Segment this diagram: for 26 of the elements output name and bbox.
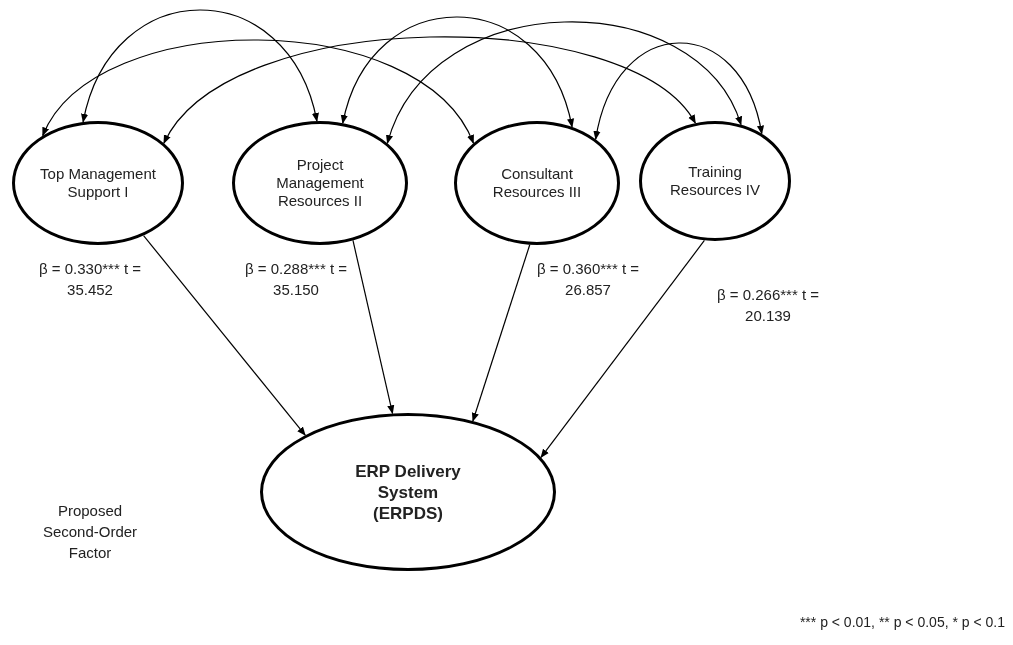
path-coefficient: β = 0.266*** t = 20.139 bbox=[716, 285, 820, 326]
factor-label: ERP Delivery System (ERPDS) bbox=[354, 460, 462, 524]
factor-ellipse bbox=[232, 121, 408, 245]
correlation-arrow bbox=[386, 21, 742, 144]
factor-ellipse bbox=[260, 413, 556, 571]
factor-ellipse bbox=[12, 121, 184, 245]
path-coefficient: β = 0.288*** t = 35.150 bbox=[244, 259, 348, 300]
significance-footnote: *** p < 0.01, ** p < 0.05, * p < 0.1 bbox=[798, 613, 1005, 632]
correlation-arrow bbox=[594, 42, 764, 141]
path-arrow bbox=[142, 235, 306, 436]
factor-note: Proposed Second-Order Factor bbox=[41, 501, 139, 563]
factor-ellipse bbox=[454, 121, 620, 245]
path-coefficient: β = 0.330*** t = 35.452 bbox=[38, 259, 142, 300]
correlation-arrow bbox=[341, 16, 574, 128]
path-arrow bbox=[540, 239, 705, 459]
path-arrow bbox=[352, 239, 395, 415]
correlation-arrow bbox=[42, 39, 475, 144]
factor-label: Project Management Resources II bbox=[275, 156, 365, 210]
correlation-arrow bbox=[81, 9, 319, 123]
factor-label: Consultant Resources III bbox=[491, 165, 583, 201]
correlation-arrow bbox=[163, 36, 696, 144]
factor-label: Training Resources IV bbox=[668, 163, 761, 199]
factor-ellipse bbox=[639, 121, 791, 241]
factor-label: Top Management Support I bbox=[39, 165, 157, 201]
path-arrow bbox=[471, 244, 531, 422]
path-coefficient: β = 0.360*** t = 26.857 bbox=[536, 259, 640, 300]
